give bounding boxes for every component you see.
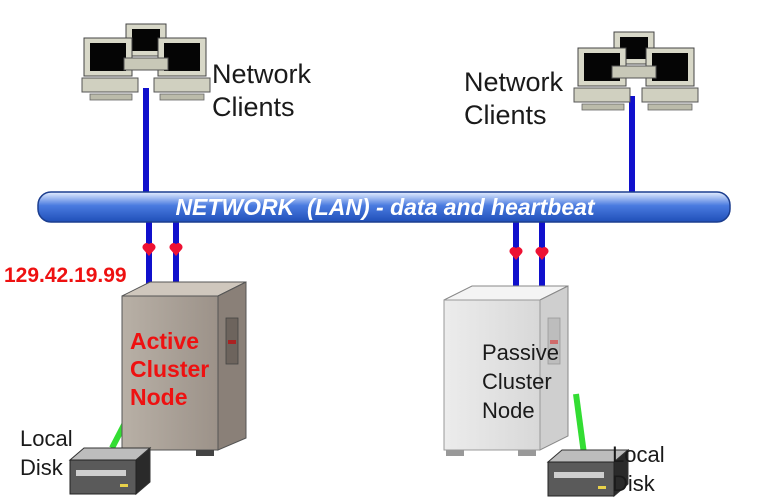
client-cables <box>143 88 635 198</box>
left-clients-label: Network Clients <box>212 59 312 122</box>
heart-connector-icon <box>509 247 523 260</box>
computer-group-icon <box>573 31 699 111</box>
passive-server-icon <box>443 285 569 456</box>
passive-node-label: Passive Cluster Node <box>482 340 560 423</box>
lan-label: NETWORK (LAN) - data and heartbeat <box>175 194 595 220</box>
active-server-icon <box>121 281 247 456</box>
right-clients-label: Network Clients <box>464 67 564 130</box>
left-disk-label: Local Disk <box>20 426 73 480</box>
active-node-label: Active Cluster Node <box>130 328 210 410</box>
heart-connectors <box>142 243 549 260</box>
heart-connector-icon <box>535 247 549 260</box>
heart-connector-icon <box>169 243 183 256</box>
passive-disk-link <box>573 393 587 455</box>
computer-group-icon <box>81 23 211 101</box>
heart-connector-icon <box>142 243 156 256</box>
right-disk-label: Local Disk <box>612 442 665 496</box>
lan-bar <box>37 191 731 223</box>
ip-address-label: 129.42.19.99 <box>4 264 127 287</box>
external-disk-icon <box>546 448 630 498</box>
external-disk-icon <box>68 446 152 496</box>
